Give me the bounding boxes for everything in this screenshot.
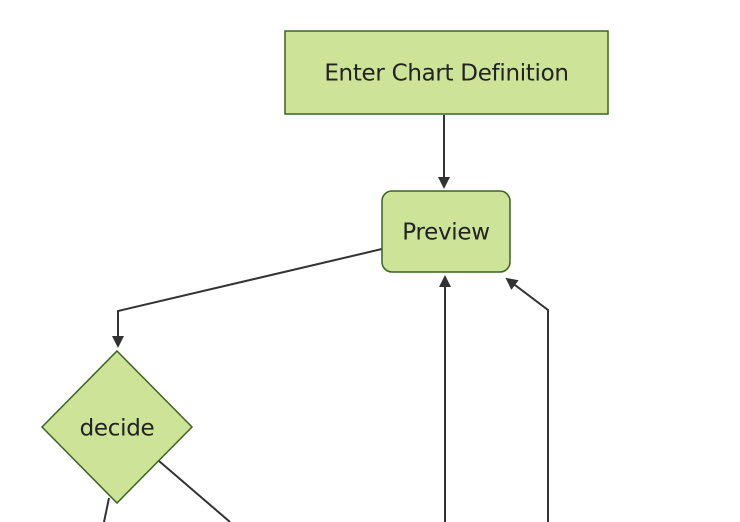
edge-decide-to-offscreen-right	[158, 460, 231, 522]
edge-bottom-right-to-preview	[505, 277, 549, 522]
decide-diamond	[40, 349, 194, 505]
node-preview: Preview	[381, 190, 511, 273]
enter-chart-definition-box	[284, 30, 609, 115]
node-layer: Enter Chart Definition Preview decide	[40, 30, 609, 505]
preview-box	[381, 190, 511, 273]
decide-label: decide	[80, 416, 155, 442]
node-enter-chart-definition: Enter Chart Definition	[284, 30, 609, 115]
edge-decide-to-offscreen-left	[103, 497, 110, 522]
node-decide: decide	[40, 349, 194, 505]
preview-label: Preview	[402, 220, 489, 246]
enter-chart-definition-label: Enter Chart Definition	[324, 61, 568, 87]
edge-preview-to-decide	[112, 248, 383, 348]
edge-layer	[103, 115, 549, 522]
